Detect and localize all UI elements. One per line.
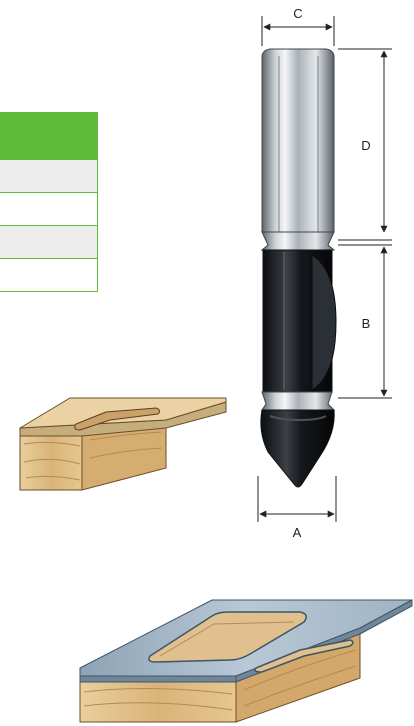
template-slot <box>74 407 161 431</box>
small-workpiece-illustration <box>19 397 227 491</box>
wood-grain <box>243 649 357 707</box>
dimension-d-label: D <box>361 138 370 153</box>
wood-block-front <box>79 675 237 723</box>
template-plate-edge <box>79 599 413 683</box>
table-row <box>0 159 98 193</box>
dimension-b-label: B <box>362 316 371 331</box>
router-bit <box>260 48 337 488</box>
template-slot <box>254 639 354 673</box>
table-row <box>0 258 98 292</box>
pocket-inner-edge <box>159 621 295 657</box>
dimension-c <box>261 16 335 46</box>
table-cell <box>0 258 98 292</box>
tip-highlight <box>269 415 327 422</box>
table-cell <box>0 225 98 259</box>
table-row <box>0 192 98 226</box>
bit-shank <box>261 48 335 233</box>
spec-table <box>0 112 98 292</box>
wood-grain <box>83 687 233 711</box>
dimension-a <box>257 476 337 522</box>
bit-flute <box>311 254 337 391</box>
wood-grain <box>89 431 163 459</box>
bit-collar <box>260 231 336 251</box>
table-cell <box>0 159 98 193</box>
dimension-c-label: C <box>293 6 302 21</box>
spec-table-header <box>0 112 98 160</box>
wood-grain <box>23 441 81 481</box>
dimension-b <box>338 244 392 399</box>
table-row <box>0 225 98 259</box>
dimension-d <box>338 48 392 241</box>
large-workpiece-illustration <box>79 599 413 723</box>
template-pocket <box>148 611 307 663</box>
dimension-a-label: A <box>293 525 302 540</box>
bit-v-tip <box>260 409 335 488</box>
bit-lower-collar <box>261 391 336 411</box>
table-cell <box>0 192 98 226</box>
